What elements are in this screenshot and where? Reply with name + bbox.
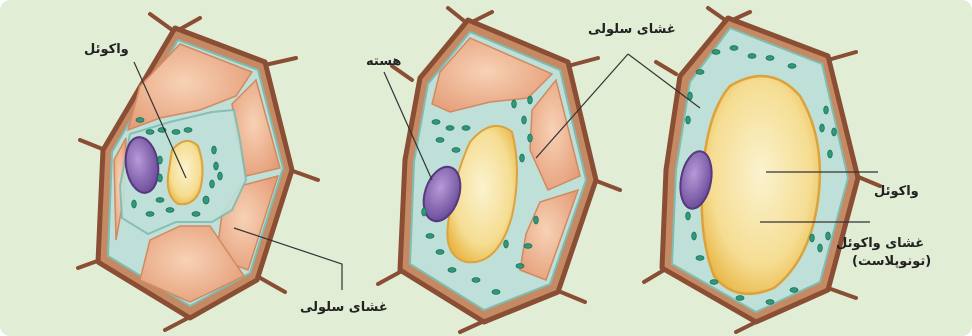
label-vacuole-right: واکوئل bbox=[874, 184, 919, 200]
label-tonoplast-line2: (تونوپلاست) bbox=[852, 254, 931, 270]
vacuole-left bbox=[168, 141, 203, 204]
label-vacuole-left: واکوئل bbox=[84, 42, 129, 58]
label-membrane-top-middle: غشای سلولی bbox=[588, 22, 676, 38]
label-nucleus-middle: هسته bbox=[366, 54, 401, 70]
label-membrane-bottom-left: غشای سلولی bbox=[300, 300, 388, 316]
label-tonoplast-line1: غشای واکوئل bbox=[836, 236, 924, 252]
